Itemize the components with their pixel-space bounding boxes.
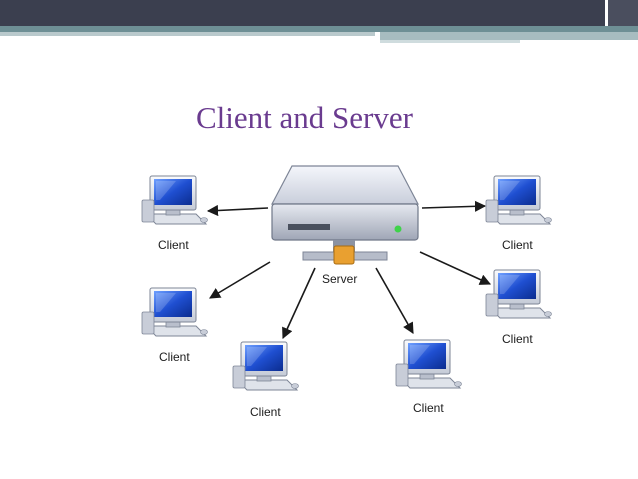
connection-arrows [206,200,492,340]
slide-header-bar [0,0,638,26]
client-label-4: Client [502,332,533,346]
server-icon [271,165,419,265]
client-label-5: Client [250,405,281,419]
client-label-3: Client [159,350,190,364]
client-computers [141,175,552,391]
client-computer-icon [485,175,552,225]
server-label: Server [322,272,358,286]
slide-header-stripe-right [380,32,638,40]
slide-header-stripe-left [0,32,375,36]
client-label-2: Client [502,238,533,252]
client-computer-icon [141,175,208,225]
arrow-to-client-3 [209,261,271,299]
slide-title: Client and Server [196,100,413,135]
arrow-to-client-1 [206,204,269,217]
slide-header-stripe-thin [380,40,520,43]
arrow-to-client-5 [282,267,316,340]
client-label-6: Client [413,401,444,415]
slide-header-accent [605,0,638,26]
slide-header-stripe [0,26,638,32]
arrow-to-client-2 [421,200,487,212]
arrow-to-client-6 [375,267,414,334]
client-computer-icon [395,339,462,389]
client-computer-icon [232,341,299,391]
client-computer-icon [141,287,208,337]
client-computer-icon [485,269,552,319]
client-label-1: Client [158,238,189,252]
arrow-to-client-4 [419,251,492,285]
